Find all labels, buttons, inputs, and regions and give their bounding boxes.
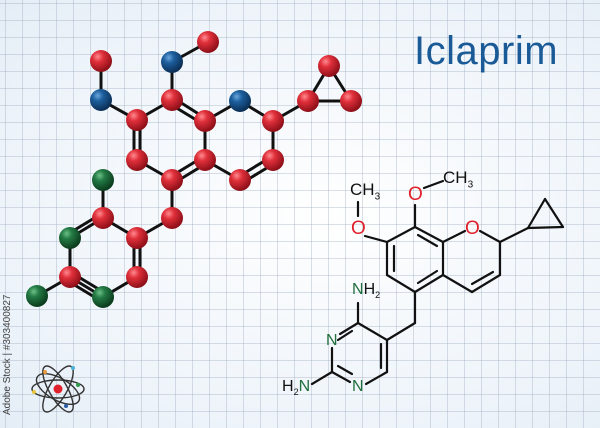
ball-bonds: [36, 40, 353, 303]
atoms: [26, 31, 362, 308]
skeletal-bonds: [310, 179, 565, 386]
label-n3: N: [326, 332, 338, 349]
label-o-top: O: [408, 184, 423, 205]
label-o-ring: O: [465, 218, 480, 239]
label-h2n: H2N: [282, 378, 311, 398]
label-o-left: O: [351, 218, 366, 239]
label-ch3-top: CH3: [443, 168, 474, 191]
label-ch3-left: CH3: [350, 180, 381, 203]
label-nh2-top: NH2: [352, 281, 381, 301]
atom-icon: [31, 365, 85, 413]
molecule-title: Iclaprim: [414, 29, 559, 73]
stock-watermark: Adobe Stock | #303400827: [2, 294, 13, 415]
label-n1: N: [352, 378, 364, 395]
